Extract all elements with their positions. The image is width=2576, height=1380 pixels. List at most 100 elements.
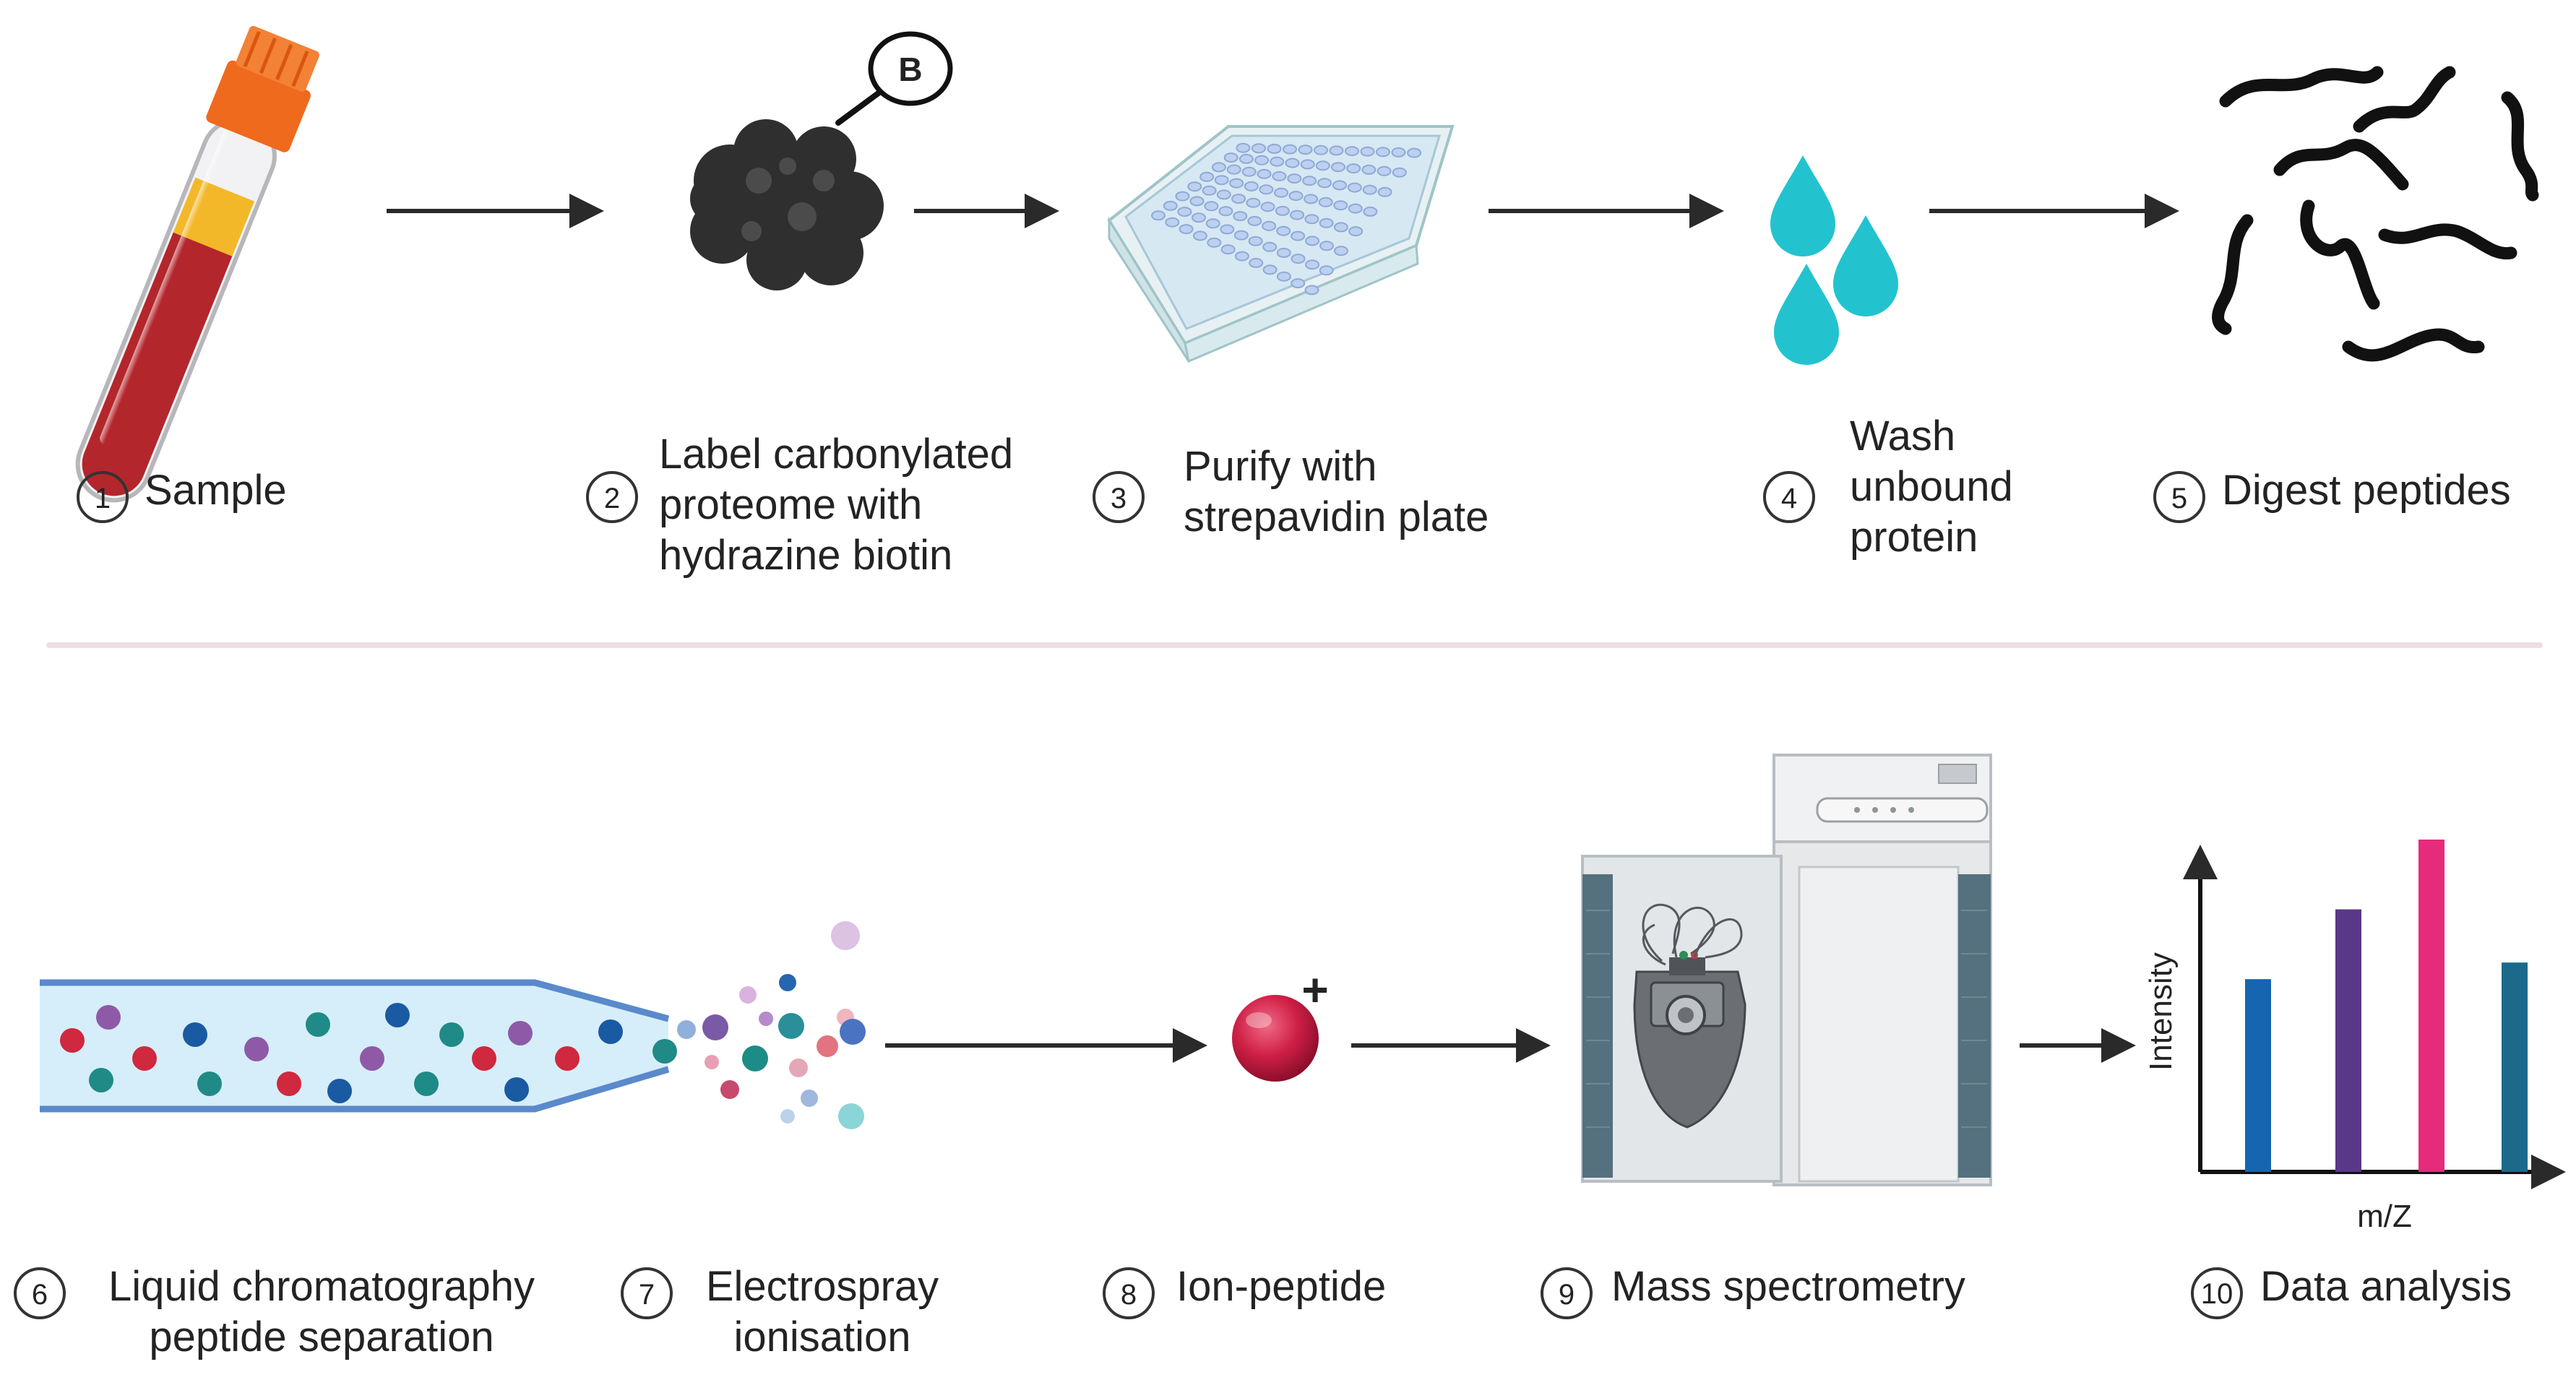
plate-well	[1192, 230, 1207, 241]
plate-well	[1272, 171, 1287, 181]
analyte-bead	[96, 1005, 121, 1030]
step-9-label: 9 Mass spectrometry	[1541, 1263, 1965, 1319]
chart-bar	[2418, 840, 2444, 1172]
plate-well	[1239, 153, 1254, 164]
plate-well	[1291, 254, 1306, 264]
analyte-bead	[132, 1046, 157, 1071]
plate-well	[1290, 210, 1305, 220]
plate-well	[1305, 259, 1320, 270]
plate-well	[1267, 143, 1282, 154]
plate-well	[1304, 214, 1319, 225]
spray-droplet	[801, 1090, 818, 1107]
analyte-bead	[89, 1068, 113, 1092]
plate-well	[1407, 147, 1422, 158]
step-2-line-3: hydrazine biotin	[659, 532, 952, 579]
step-3-line-2: strepavidin plate	[1184, 493, 1489, 540]
chart-bar	[2335, 909, 2361, 1172]
plate-well	[1220, 224, 1235, 235]
capillary-column-icon	[40, 979, 677, 1113]
plate-well	[1204, 201, 1219, 212]
plate-well	[1260, 202, 1275, 212]
plate-well	[1391, 147, 1406, 158]
spray-droplet	[705, 1055, 719, 1069]
step-2-line-1: Label carbonylated	[659, 431, 1013, 478]
analyte-bead	[414, 1071, 439, 1096]
plate-well	[1298, 145, 1313, 155]
analyte-bead	[306, 1012, 330, 1037]
plate-well	[1175, 191, 1190, 202]
plate-well	[1202, 185, 1217, 196]
chart-x-axis-label: m/Z	[2357, 1199, 2412, 1234]
plate-well	[1302, 176, 1317, 186]
plate-well	[1347, 182, 1362, 193]
plate-well	[1229, 178, 1244, 189]
plate-well	[1262, 264, 1278, 275]
plate-well	[1189, 196, 1205, 207]
spray-droplet	[759, 1012, 773, 1026]
step-1-line-1: Sample	[145, 467, 287, 514]
plate-well	[1275, 205, 1290, 216]
analyte-bead	[244, 1037, 269, 1061]
spray-droplet	[779, 974, 796, 991]
step-9-number: 9	[1559, 1279, 1575, 1311]
plate-well	[1151, 210, 1166, 221]
step-2-line-2: proteome with	[659, 481, 922, 528]
protein-biotin-icon: B	[690, 31, 953, 290]
plate-well	[1305, 236, 1320, 246]
plate-well	[1333, 222, 1348, 233]
ion-peptide-icon: +	[1232, 964, 1329, 1082]
plate-well	[1252, 143, 1266, 154]
spray-droplet	[789, 1058, 808, 1077]
plate-well	[1287, 173, 1302, 184]
analyte-bead	[60, 1028, 85, 1053]
step-8-number: 8	[1121, 1279, 1137, 1311]
step-5-number: 5	[2171, 483, 2187, 514]
analyte-bead	[598, 1019, 623, 1044]
plate-well	[1274, 187, 1288, 198]
step-7-label: 7 Electrospray ionisation	[621, 1263, 939, 1360]
plate-well	[1276, 225, 1291, 236]
spray-droplet	[831, 921, 860, 950]
plate-well	[1216, 189, 1231, 200]
step-5-line-1: Digest peptides	[2222, 467, 2511, 514]
step-10-number: 10	[2201, 1278, 2233, 1310]
plate-well	[1259, 184, 1274, 195]
step-4-line-1: Wash	[1850, 413, 1955, 460]
step-6-label: 6 Liquid chromatography peptide separati…	[14, 1263, 535, 1360]
plate-well	[1315, 160, 1330, 171]
plate-well	[1207, 237, 1222, 248]
data-analysis-chart: Intensity m/Z	[2143, 840, 2566, 1234]
plate-well	[1192, 212, 1206, 223]
mass-spectrometer-icon	[1581, 754, 1992, 1186]
plate-well	[1220, 244, 1236, 255]
step-6-line-1: Liquid chromatography	[108, 1263, 535, 1310]
plate-well	[1291, 230, 1306, 241]
plate-well	[1288, 191, 1304, 202]
plate-well	[1318, 197, 1333, 207]
step-1-number: 1	[95, 483, 111, 514]
chart-y-axis-label: Intensity	[2143, 952, 2179, 1071]
step-7-number: 7	[639, 1279, 655, 1311]
plate-well	[1211, 162, 1226, 173]
plate-well	[1179, 224, 1194, 235]
step-3-number: 3	[1111, 483, 1127, 514]
droplets-icon	[1770, 155, 1898, 365]
analyte-bead	[183, 1022, 207, 1047]
step-1-label: 1 Sample	[77, 467, 287, 523]
plate-well	[1187, 181, 1202, 192]
step-7-line-2: ionisation	[733, 1314, 910, 1360]
plate-well	[1304, 285, 1319, 296]
plate-well	[1304, 194, 1319, 204]
step-5-label: 5 Digest peptides	[2153, 467, 2511, 523]
step-8-label: 8 Ion-peptide	[1103, 1263, 1386, 1319]
spray-droplet	[817, 1035, 838, 1057]
step-2-number: 2	[604, 483, 620, 514]
plate-well	[1345, 146, 1359, 157]
plate-well	[1270, 156, 1285, 167]
plate-well	[1317, 178, 1332, 189]
plate-well	[1346, 163, 1361, 174]
spray-droplet	[702, 1014, 728, 1040]
spray-droplet	[677, 1020, 696, 1039]
spray-droplet	[742, 1045, 768, 1071]
